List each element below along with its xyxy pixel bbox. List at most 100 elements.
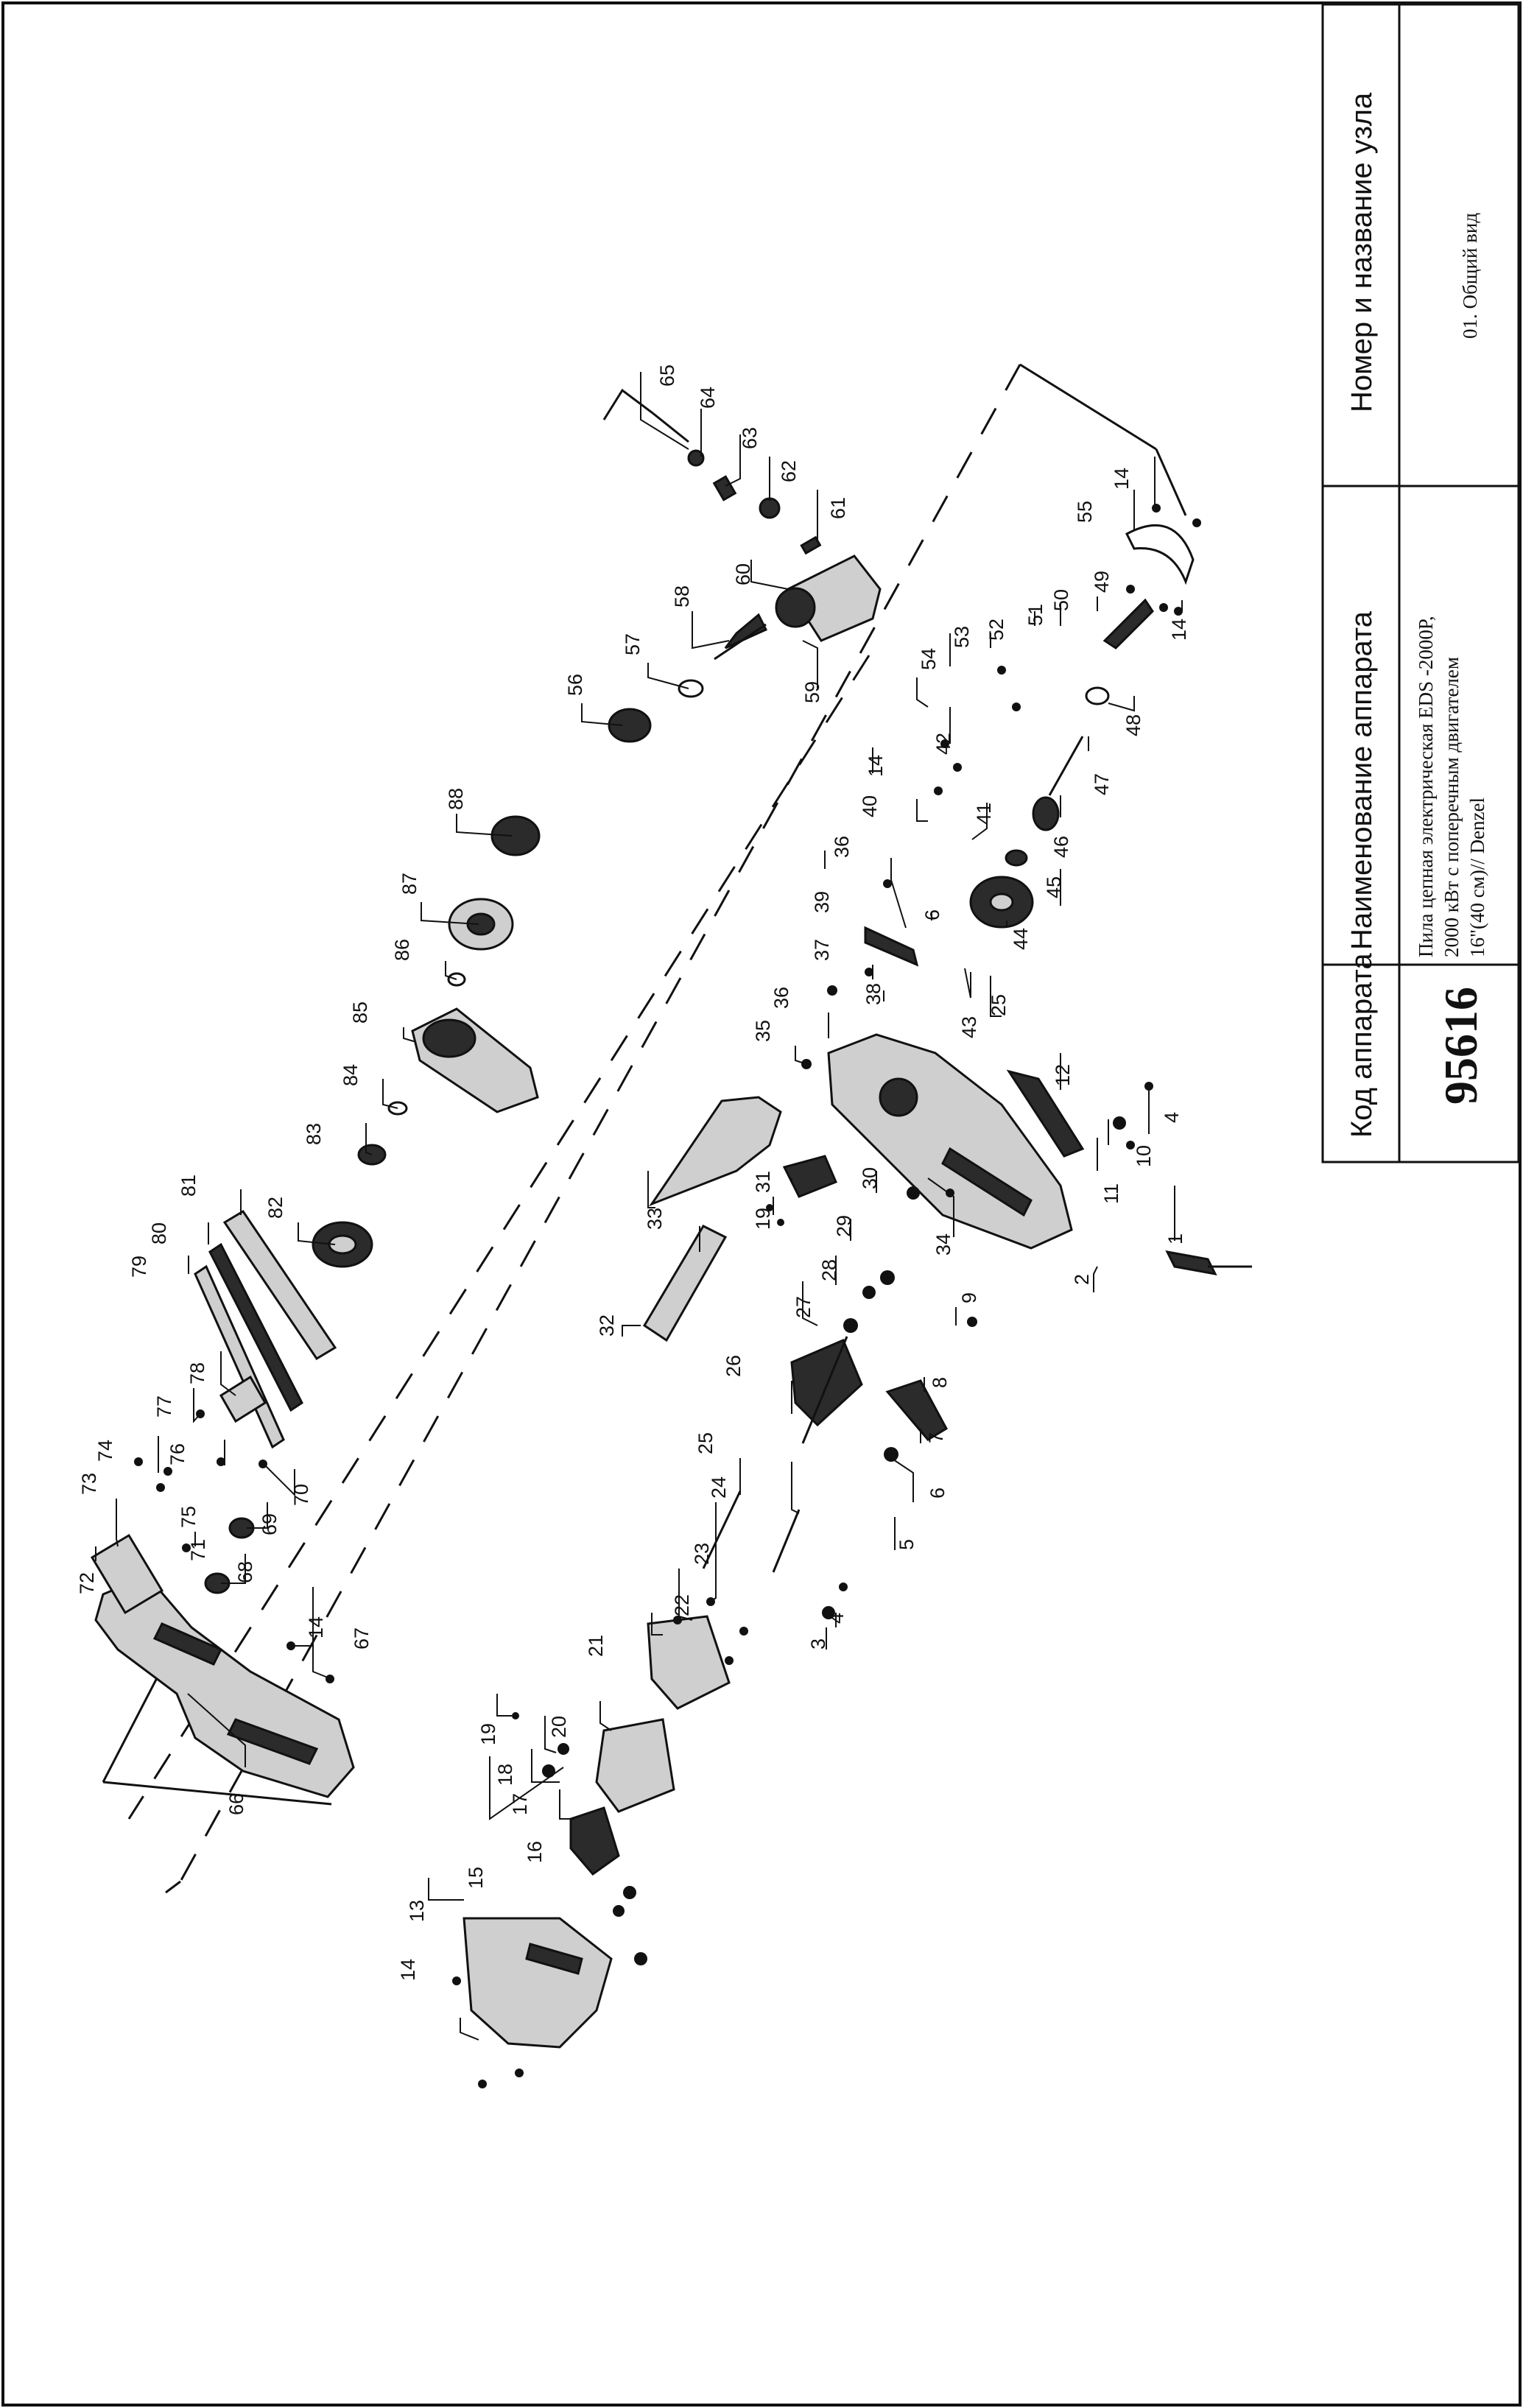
callout-39: 39: [811, 891, 833, 913]
callout-4b: 4: [1161, 1112, 1183, 1123]
callout-56: 56: [564, 674, 586, 696]
callout-25: 25: [694, 1432, 717, 1454]
callout-14c: 14: [865, 755, 887, 777]
name-line-1: Пила цепная электрическая EDS -2000P,: [1415, 616, 1437, 957]
callout-71: 71: [187, 1539, 209, 1561]
callout-33: 33: [644, 1208, 666, 1230]
callout-1: 1: [1164, 1233, 1186, 1245]
callout-51: 51: [1024, 604, 1047, 626]
callout-45: 45: [1043, 876, 1065, 898]
callout-6: 6: [926, 1488, 949, 1499]
callout-57: 57: [622, 633, 644, 655]
callout-50: 50: [1050, 589, 1072, 611]
callout-42: 42: [932, 733, 954, 755]
callout-84: 84: [340, 1064, 362, 1086]
callout-63: 63: [739, 427, 761, 449]
name-line-3: 16"(40 см)// Denzel: [1466, 798, 1488, 957]
callout-65: 65: [656, 365, 678, 387]
code-value: 95616: [1435, 987, 1487, 1105]
callout-48: 48: [1122, 714, 1144, 736]
callout-66: 66: [225, 1793, 247, 1815]
callout-34: 34: [932, 1233, 954, 1256]
node-value: 01. Общий вид: [1459, 213, 1481, 339]
callout-67: 67: [351, 1627, 373, 1650]
callout-44: 44: [1010, 928, 1032, 950]
callout-17: 17: [509, 1793, 531, 1815]
callout-55: 55: [1074, 501, 1096, 523]
callout-82: 82: [264, 1197, 286, 1219]
callout-29: 29: [833, 1215, 855, 1237]
callout-32: 32: [596, 1314, 618, 1337]
callout-4: 4: [826, 1613, 848, 1624]
callout-52: 52: [985, 619, 1007, 641]
callout-83: 83: [303, 1123, 325, 1145]
callout-19b: 19: [752, 1208, 774, 1230]
callout-10: 10: [1133, 1145, 1155, 1167]
callout-70: 70: [290, 1484, 312, 1506]
callout-54: 54: [918, 648, 940, 670]
callout-38: 38: [862, 983, 884, 1005]
callout-87: 87: [398, 873, 421, 895]
callout-numbers: 1 2 3 4 4 5 6 6 7 8 9 10 11 12 13 14 14 …: [76, 365, 1190, 1981]
callout-64: 64: [697, 387, 719, 409]
callout-16: 16: [524, 1841, 546, 1863]
callout-59: 59: [801, 681, 823, 703]
callout-79: 79: [128, 1256, 150, 1278]
exploded-view: 1 2 3 4 4 5 6 6 7 8 9 10 11 12 13 14 14 …: [76, 363, 1252, 2088]
callout-12: 12: [1052, 1064, 1074, 1086]
callout-30: 30: [859, 1167, 881, 1189]
callout-68: 68: [234, 1561, 256, 1583]
callout-14e: 14: [1168, 619, 1190, 641]
callout-86: 86: [391, 939, 413, 961]
callout-22: 22: [671, 1594, 693, 1616]
callout-25b: 25: [988, 994, 1010, 1016]
callout-37: 37: [811, 939, 833, 961]
callout-26: 26: [722, 1355, 745, 1377]
callout-46: 46: [1050, 836, 1072, 858]
callout-20: 20: [548, 1716, 570, 1738]
callout-14d: 14: [1111, 468, 1133, 490]
title-block: Номер и название узла 01. Общий вид Наим…: [1321, 3, 1520, 1163]
callout-62: 62: [778, 460, 800, 482]
callout-7: 7: [925, 1432, 947, 1443]
callout-76: 76: [166, 1443, 189, 1465]
callout-74: 74: [94, 1440, 116, 1462]
callout-36: 36: [770, 987, 792, 1009]
callout-2: 2: [1071, 1274, 1093, 1285]
callout-80: 80: [148, 1222, 170, 1245]
leader-lines: [95, 372, 1183, 2041]
callout-60: 60: [732, 563, 754, 585]
name-line-2: 2000 кВт с поперечным двигателем: [1441, 657, 1463, 957]
callout-53: 53: [951, 626, 973, 648]
callout-61: 61: [827, 497, 849, 519]
callout-73: 73: [78, 1473, 100, 1495]
callout-78: 78: [186, 1362, 208, 1384]
node-header: Номер и название узла: [1346, 92, 1378, 412]
callout-31: 31: [752, 1171, 774, 1193]
callout-21: 21: [585, 1635, 607, 1657]
callout-18: 18: [494, 1764, 516, 1786]
fasteners: [134, 504, 1201, 2088]
callout-13: 13: [406, 1900, 428, 1922]
callout-36b: 36: [831, 836, 853, 858]
callout-88: 88: [445, 788, 467, 810]
callout-24: 24: [708, 1476, 730, 1499]
callout-85: 85: [349, 1001, 371, 1024]
callout-14a: 14: [397, 1959, 419, 1981]
callout-15: 15: [465, 1867, 487, 1889]
callout-23: 23: [691, 1543, 713, 1565]
callout-72: 72: [76, 1572, 98, 1594]
callout-14b: 14: [305, 1616, 327, 1638]
code-header: Код аппарата: [1346, 953, 1378, 1138]
callout-58: 58: [671, 585, 693, 608]
callout-49: 49: [1091, 571, 1113, 593]
callout-5: 5: [896, 1539, 918, 1550]
callout-47: 47: [1091, 773, 1113, 795]
callout-69: 69: [258, 1513, 281, 1535]
callout-43: 43: [958, 1016, 980, 1038]
name-header: Наименование аппарата: [1346, 610, 1378, 950]
callout-35: 35: [752, 1020, 774, 1042]
callout-41: 41: [973, 803, 995, 825]
